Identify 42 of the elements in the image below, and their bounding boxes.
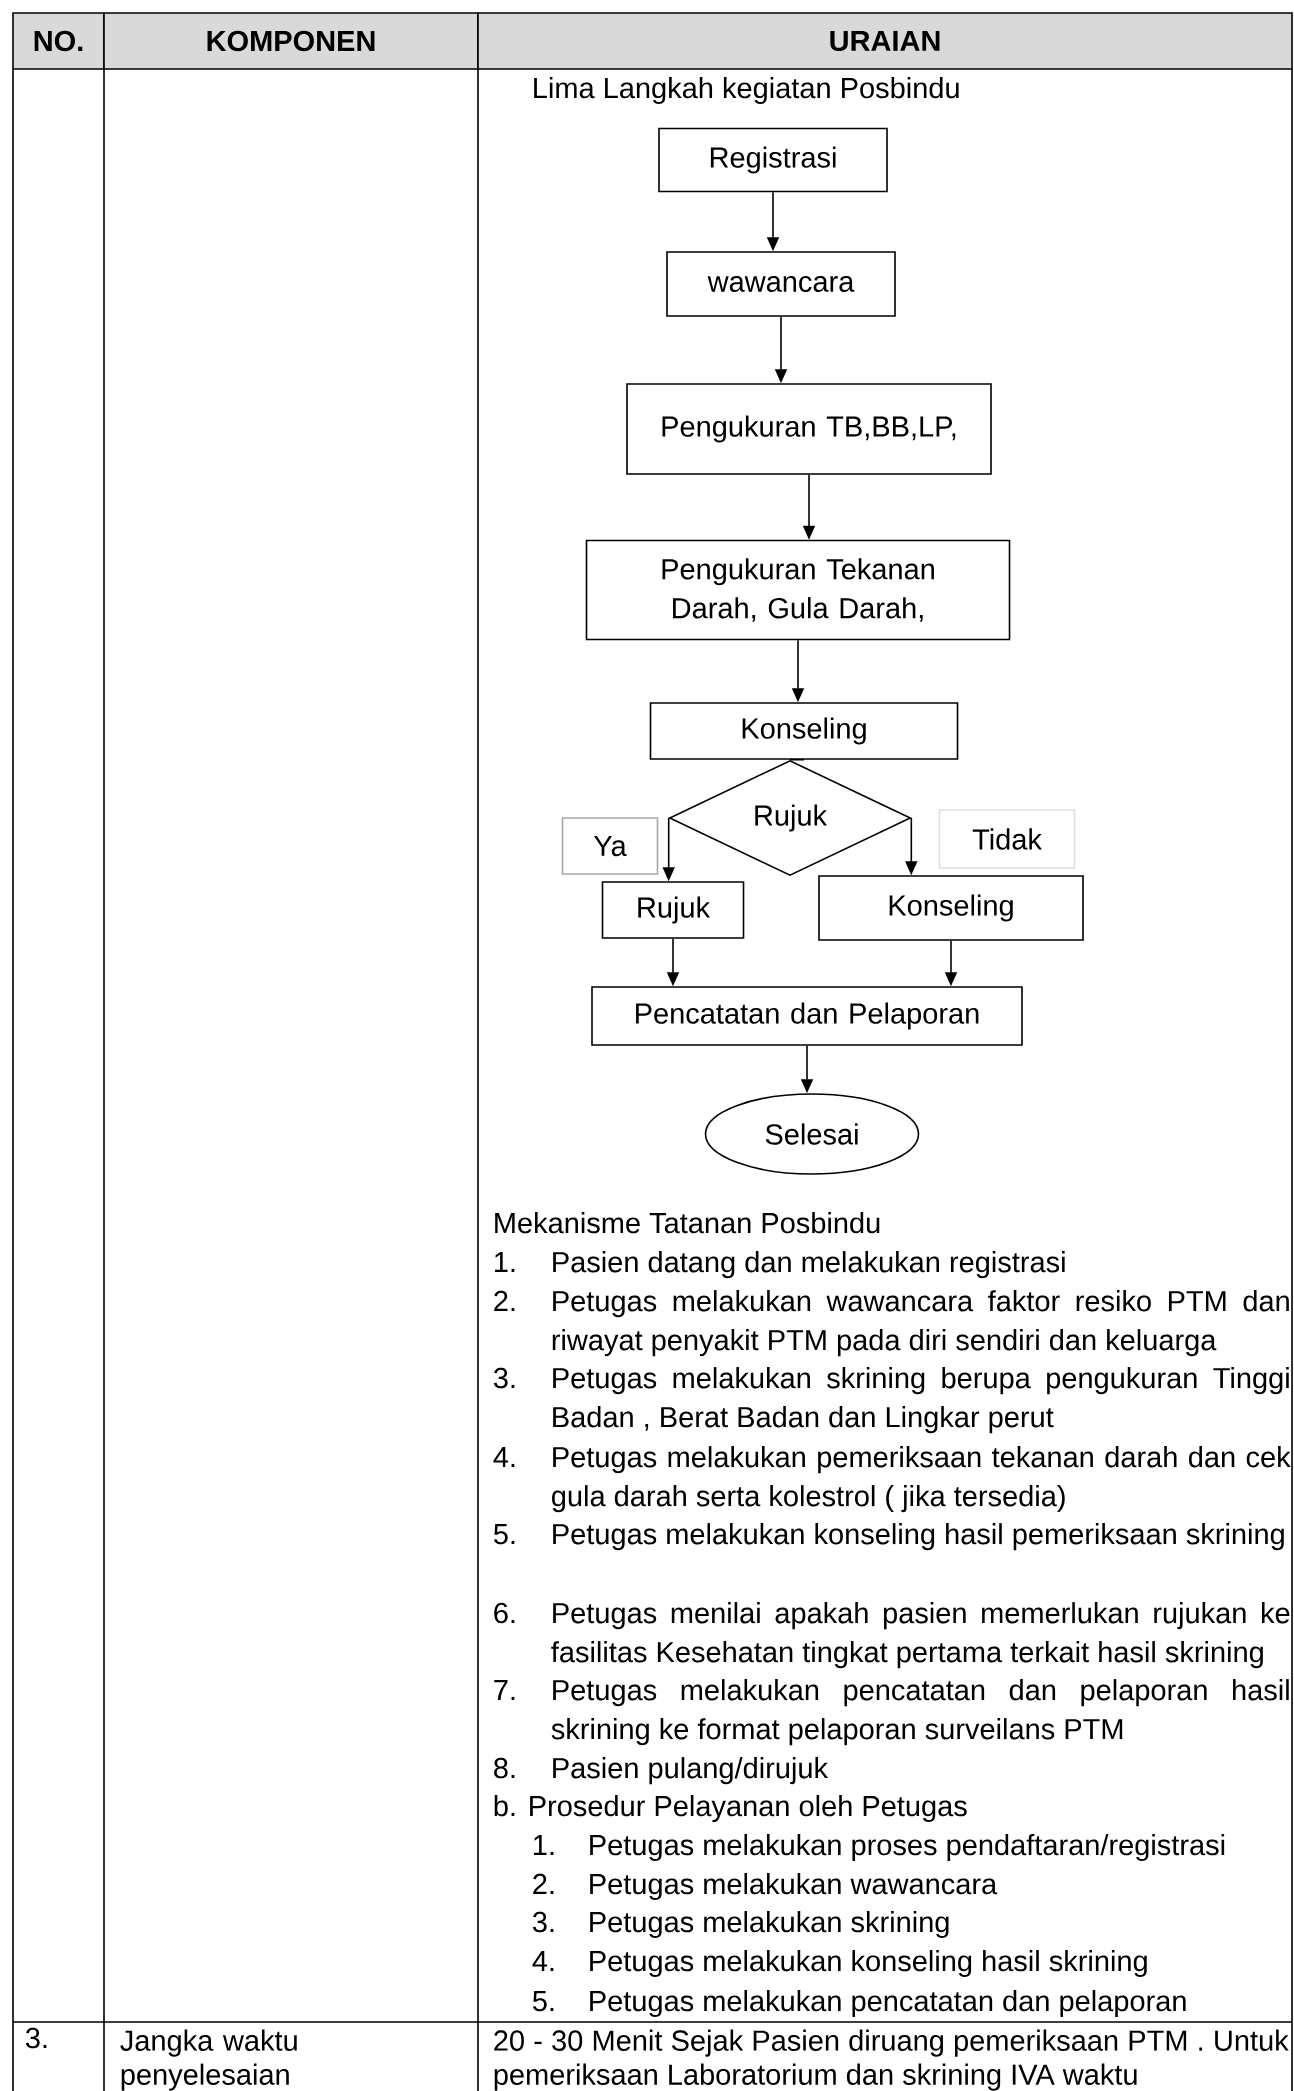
text-line: Petugas melakukan wawancara bbox=[590, 1873, 998, 1901]
text-line: Petugas melakukan skrining bbox=[590, 1911, 949, 1939]
process-box: Pengukuran TB,BB,LP, bbox=[626, 383, 992, 475]
paragraph: Petugas menilai apakah pasien memerlukan rujukan ke fasilitas Kesehatan tingkat pertama terkait hasil skrining bbox=[551, 1602, 1290, 1669]
text-line: Petugas melakukan pencatatan dan pelaporan bbox=[590, 1990, 1186, 2018]
paragraph: Pasien datang dan melakukan registrasi bbox=[553, 1251, 1065, 1279]
text-line: b. Prosedur Pelayanan oleh Petugas bbox=[494, 1795, 967, 1823]
branch-label-box: Ya bbox=[561, 817, 659, 875]
list-number: 8. bbox=[494, 1757, 515, 1779]
process-box: Konseling bbox=[649, 702, 959, 760]
header-cell: NO. bbox=[12, 12, 105, 70]
process-box: Pencatatan dan Pelaporan bbox=[591, 986, 1023, 1046]
paragraph: Petugas melakukan pencatatan dan pelaporan hasil skrining ke format pelaporan surveilans PTM bbox=[551, 1679, 1289, 1746]
paragraph: Petugas melakukan konseling hasil pemeriksaan skrining bbox=[553, 1523, 1284, 1551]
list-number: 1. bbox=[495, 1252, 515, 1272]
process-box: Registrasi bbox=[658, 127, 888, 193]
list-number: 3. bbox=[532, 1911, 554, 1933]
branch-label-box: Tidak bbox=[938, 809, 1076, 869]
paragraph: Petugas melakukan skrining berupa pengukuran Tinggi Badan , Berat Badan dan Lingkar perut bbox=[553, 1367, 1289, 1434]
process-box: Pengukuran Tekanan Darah, Gula Darah, bbox=[585, 539, 1011, 641]
paragraph: Pasien pulang/dirujuk bbox=[553, 1757, 829, 1785]
list-number: 5. bbox=[532, 1991, 554, 2012]
process-box: Rujuk bbox=[601, 881, 745, 939]
list-number: 3. bbox=[25, 2027, 47, 2049]
list-number: 7. bbox=[494, 1680, 515, 1700]
process-box: wawancara bbox=[666, 251, 896, 317]
paragraph: Petugas melakukan wawancara faktor resiko PTM dan riwayat penyakit PTM pada diri sendiri dan keluarga bbox=[552, 1290, 1289, 1357]
paragraph: Jangka waktu penyelesaian bbox=[120, 2029, 297, 2091]
paragraph: Petugas melakukan pemeriksaan tekanan darah dan cek gula darah serta kolestrol ( jika tersedia) bbox=[552, 1446, 1291, 1513]
list-number: 1. bbox=[534, 1835, 554, 1855]
text-line: Mekanisme Tatanan Posbindu bbox=[495, 1212, 880, 1234]
text-line: Petugas melakukan konseling hasil skrining bbox=[590, 1950, 1147, 1978]
list-number: 2. bbox=[494, 1290, 515, 1311]
list-number: 6. bbox=[494, 1602, 515, 1624]
list-number: 2. bbox=[533, 1873, 554, 1894]
process-box: Konseling bbox=[818, 875, 1084, 941]
list-number: 4. bbox=[532, 1951, 554, 1971]
paragraph: 20 - 30 Menit Sejak Pasien diruang pemeriksaan PTM . Untuk pemeriksaan Laboratorium dan skrining IVA waktu bbox=[494, 2029, 1289, 2091]
list-number: 5. bbox=[493, 1524, 515, 1545]
text-line: Petugas melakukan proses pendaftaran/registrasi bbox=[590, 1834, 1225, 1862]
list-number: 4. bbox=[493, 1447, 515, 1467]
list-number: 3. bbox=[493, 1367, 515, 1389]
